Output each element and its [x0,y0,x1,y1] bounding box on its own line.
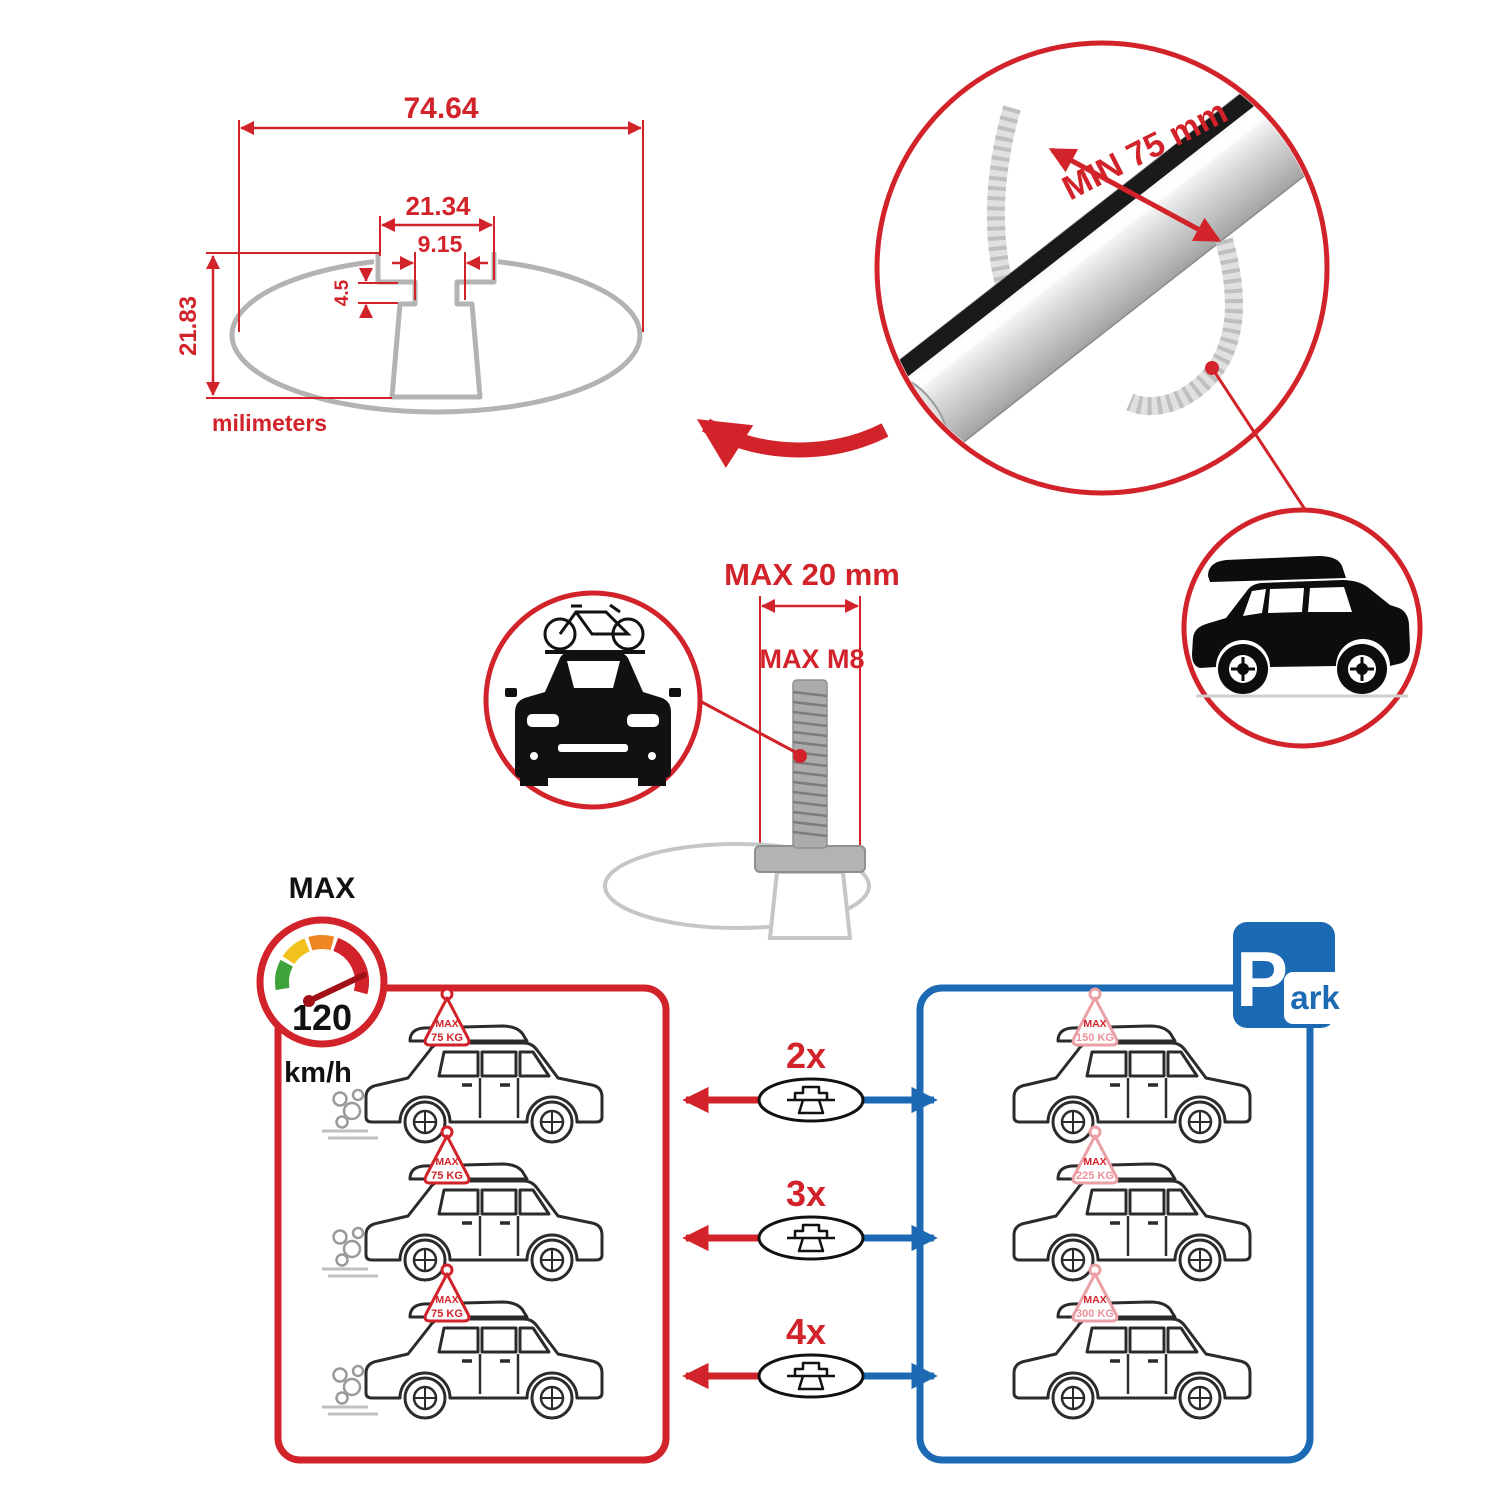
dim-lip-depth-label: 4.5 [332,279,353,306]
count-label-4x: 4x [786,1311,826,1352]
park-sign-p: P [1236,935,1288,1023]
bolt-dim-ext [759,596,861,846]
tag-weight: 75 KG [431,1032,463,1044]
speed-gauge: MAX 120 km/h [256,872,388,1089]
suv-roofbox-circle [1181,507,1423,749]
bar-detail-circle: MIN 75 mm [874,40,1330,496]
tag-title: MAX [435,1156,458,1168]
suv-silhouette [1192,556,1410,698]
tag-weight: 75 KG [431,1170,463,1182]
tag-title: MAX [1083,1018,1106,1030]
car-front-body [515,652,671,778]
mirror-right [669,688,681,697]
dim-ext-outer [379,216,495,280]
gauge-arc-yellow [282,938,311,965]
driving-panel: MAX 75 KG MAX 75 KG MAX 75 KG [274,984,670,1464]
park-sign: P ark [1233,922,1346,1028]
suv-window-rear [1308,587,1352,612]
tag-weight: 150 KG [1076,1032,1114,1044]
grille-slot [558,744,628,752]
foglight-left [530,752,538,760]
tag-weight: 75 KG [431,1308,463,1320]
tag-title: MAX [435,1018,458,1030]
quantity-row-1: 2x [682,1035,938,1123]
dim-slot-width-label: 9.15 [418,231,463,257]
windshield [567,661,620,688]
dim-profile-height-label: 21.83 [175,296,202,356]
gauge-arc-green [275,959,294,991]
bolt-marker-dot [793,749,807,763]
suv-window-front [1268,588,1304,613]
car-front-bike-circle [483,590,703,810]
tag-title: MAX [1083,1294,1106,1306]
gauge-arcs [275,935,369,995]
headlight-left [527,714,559,727]
gauge-arc-orange [308,935,335,951]
clamp-right-arm [1126,237,1243,416]
pointer-arrow-to-cross-section [696,418,889,468]
weight-tag-driving-2: MAX 75 KG [423,1125,471,1185]
tire-right [638,778,666,786]
tag-weight: 300 KG [1076,1308,1114,1320]
clamp-left-arm-ribs [986,105,1048,366]
weight-tag-parked-3: MAX 300 KG [1071,1263,1119,1323]
max-width-label: MAX 20 mm [724,557,900,592]
tire-left [520,778,548,786]
ghost-profile-ellipse [603,842,871,930]
gauge-unit: km/h [284,1057,352,1089]
mirror-left [505,688,517,697]
weight-tag-parked-2: MAX 225 KG [1071,1125,1119,1185]
leader-to-suv-circle [1210,367,1310,515]
dim-channel-outer-label: 21.34 [405,191,471,221]
weight-tag-driving-1: MAX 75 KG [423,987,471,1047]
suv-body [1192,580,1410,668]
quantity-row-2: 3x [682,1173,938,1261]
units-label: milimeters [212,410,327,436]
quantity-rows: 2x 3x 4x [682,1035,938,1399]
suv-windshield [1243,589,1266,616]
gauge-value: 120 [292,997,352,1038]
tag-title: MAX [435,1294,458,1306]
bolt-t-head [754,845,866,873]
roof-box [1208,556,1346,582]
parking-panel: P ark MAX 150 KG MAX 225 KG MAX 300 KG [916,922,1346,1464]
dim-ext-lip [358,282,398,304]
park-sign-tab [1284,972,1346,1024]
gauge-title: MAX [289,872,356,905]
weight-tag-parked-1: MAX 150 KG [1071,987,1119,1047]
dim-ext-slot [414,252,466,300]
headlight-right [627,714,659,727]
bolt-threads [792,690,828,838]
leader-to-bike-circle [697,698,798,755]
max-thread-label: MAX M8 [759,644,864,674]
tag-title: MAX [1083,1156,1106,1168]
park-sign-ark: ark [1290,979,1340,1016]
gauge-needle-pivot [303,995,315,1007]
tag-weight: 225 KG [1076,1170,1114,1182]
dim-ext-total [238,120,644,332]
bike-icon [543,603,645,651]
suv-wheels [1218,644,1387,694]
weight-tag-driving-3: MAX 75 KG [423,1263,471,1323]
gauge-arc-red [332,937,369,995]
count-label-3x: 3x [786,1173,826,1214]
gauge-needle [306,972,367,1004]
cross-section-diagram: 74.64 21.34 9.15 4.5 21.83 milimeters [175,92,644,436]
ghost-profile-stem [767,870,853,940]
min-span-arrow [1048,147,1222,243]
dim-total-width-label: 74.64 [403,92,478,125]
bolt-detail: MAX 20 mm MAX M8 [603,557,900,940]
count-label-2x: 2x [786,1035,826,1076]
car-front-silhouette [505,650,681,786]
dim-ext-height [206,252,392,399]
foglight-right [648,752,656,760]
quantity-row-3: 4x [682,1311,938,1399]
t-slot-channel [375,252,497,400]
